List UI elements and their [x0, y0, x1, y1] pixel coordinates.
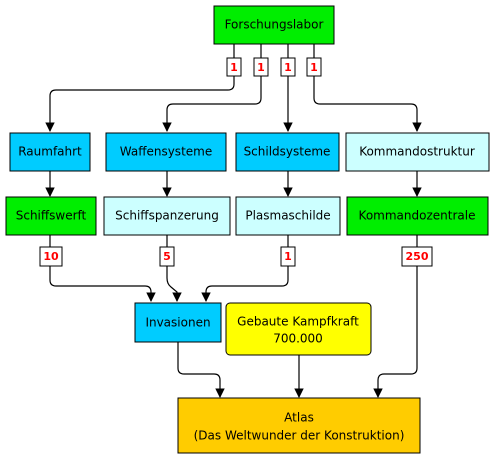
node-atlas: Atlas (Das Weltwunder der Konstruktion): [177, 397, 421, 454]
node-kommandozentrale: Kommandozentrale: [346, 196, 489, 236]
edge-lab-kommandostruktur: [313, 44, 422, 132]
node-atlas-line2: (Das Weltwunder der Konstruktion): [194, 429, 405, 443]
edge-schiffswerft-invasionen: [49, 235, 156, 302]
edge-plasmaschilde-invasionen: [201, 235, 289, 302]
node-schiffswerft-label: Schiffswerft: [16, 209, 87, 223]
node-raumfahrt: Raumfahrt: [9, 132, 91, 172]
node-forschungslabor: Forschungslabor: [213, 5, 335, 45]
node-plasmaschilde-label: Plasmaschilde: [245, 209, 330, 223]
node-plasmaschilde: Plasmaschilde: [235, 196, 341, 236]
badge-schiffspanzerung-value: 5: [163, 250, 171, 263]
node-kommandostruktur-label: Kommandostruktur: [359, 145, 475, 159]
edge-lab-raumfahrt: [45, 44, 235, 132]
badge-lab-kommandostruktur: 1: [306, 57, 322, 77]
node-kampfkraft-line2: 700.000: [273, 332, 323, 346]
badge-plasmaschilde-value: 1: [284, 250, 292, 263]
node-schildsysteme-label: Schildsysteme: [244, 145, 331, 159]
node-gebaute-kampfkraft: Gebaute Kampfkraft 700.000: [225, 302, 372, 356]
node-schildsysteme: Schildsysteme: [235, 132, 340, 172]
edge-invasionen-atlas: [177, 342, 225, 398]
node-atlas-line1: Atlas: [284, 411, 314, 425]
node-schiffspanzerung: Schiffspanzerung: [103, 196, 231, 236]
node-waffensysteme-label: Waffensysteme: [120, 145, 212, 159]
badge-lab-schildsysteme-value: 1: [284, 61, 292, 74]
badge-lab-waffensysteme-value: 1: [257, 61, 265, 74]
badge-kommandozentrale: 250: [401, 246, 433, 267]
node-raumfahrt-label: Raumfahrt: [18, 145, 82, 159]
edge-lab-waffensysteme: [162, 44, 262, 132]
node-invasionen-label: Invasionen: [145, 316, 210, 330]
badge-lab-waffensysteme: 1: [253, 57, 269, 77]
badge-plasmaschilde: 1: [280, 246, 296, 267]
node-kommandostruktur: Kommandostruktur: [345, 132, 490, 172]
node-schiffswerft: Schiffswerft: [5, 196, 97, 236]
node-waffensysteme: Waffensysteme: [105, 132, 227, 172]
badge-kommandozentrale-value: 250: [406, 250, 429, 263]
badge-schiffswerft-value: 10: [43, 250, 59, 263]
badge-lab-schildsysteme: 1: [280, 57, 296, 77]
badge-lab-raumfahrt-value: 1: [230, 61, 238, 74]
edges: [45, 44, 422, 398]
node-kommandozentrale-label: Kommandozentrale: [359, 209, 476, 223]
edge-schiffspanzerung-invasionen: [166, 235, 182, 302]
badge-schiffswerft: 10: [39, 246, 63, 267]
badge-schiffspanzerung: 5: [159, 246, 175, 267]
badge-lab-raumfahrt: 1: [226, 57, 242, 77]
node-schiffspanzerung-label: Schiffspanzerung: [115, 209, 219, 223]
edge-kommandozentrale-atlas: [373, 235, 418, 398]
node-forschungslabor-label: Forschungslabor: [225, 18, 324, 32]
badge-lab-kommandostruktur-value: 1: [310, 61, 318, 74]
node-kampfkraft-line1: Gebaute Kampfkraft: [237, 315, 359, 329]
node-invasionen: Invasionen: [134, 302, 222, 343]
